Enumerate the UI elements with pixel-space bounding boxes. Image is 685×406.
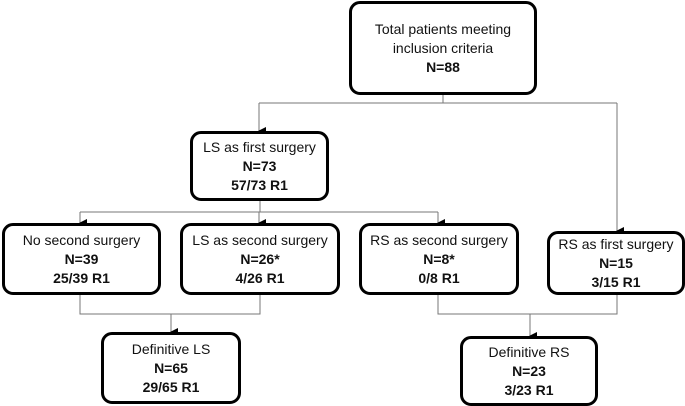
node-title: Definitive LS: [131, 340, 211, 357]
node-count: N=15: [599, 254, 633, 271]
node-count: N=65: [154, 359, 188, 376]
node-rs-first-surgery: RS as first surgery N=15 3/15 R1: [547, 231, 685, 295]
node-r1: 3/15 R1: [591, 273, 641, 290]
node-title: LS as first surgery: [203, 138, 316, 155]
node-count: N=88: [426, 58, 460, 75]
node-title: Total patients meeting: [374, 20, 512, 37]
node-count: N=8*: [423, 250, 455, 267]
node-r1: 3/23 R1: [504, 381, 554, 398]
node-ls-second-surgery: LS as second surgery N=26* 4/26 R1: [180, 223, 340, 295]
connector-to-def-rs: [437, 295, 618, 315]
node-definitive-ls: Definitive LS N=65 29/65 R1: [101, 332, 241, 404]
node-count: N=26*: [240, 250, 280, 267]
node-title: Definitive RS: [488, 343, 570, 360]
node-r1: 29/65 R1: [142, 378, 200, 395]
node-title: No second surgery: [22, 231, 141, 248]
node-title: inclusion criteria: [392, 39, 494, 56]
node-r1: 0/8 R1: [418, 269, 460, 286]
node-r1: 57/73 R1: [231, 176, 288, 193]
node-total-patients: Total patients meeting inclusion criteri…: [349, 1, 537, 95]
node-r1: 4/26 R1: [235, 269, 285, 286]
node-rs-second-surgery: RS as second surgery N=8* 0/8 R1: [359, 223, 519, 295]
node-count: N=73: [242, 157, 277, 174]
node-title: LS as second surgery: [192, 231, 328, 248]
node-title: RS as first surgery: [558, 235, 674, 252]
node-r1: 25/39 R1: [53, 269, 110, 286]
node-title: RS as second surgery: [370, 231, 508, 248]
connector-ls-first: [80, 200, 438, 213]
node-definitive-rs: Definitive RS N=23 3/23 R1: [460, 336, 598, 406]
node-count: N=23: [512, 362, 546, 379]
connector-to-def-ls: [79, 295, 261, 315]
connector-total: [259, 95, 617, 104]
node-ls-first-surgery: LS as first surgery N=73 57/73 R1: [190, 131, 329, 201]
node-no-second-surgery: No second surgery N=39 25/39 R1: [2, 223, 161, 295]
node-count: N=39: [64, 250, 99, 267]
